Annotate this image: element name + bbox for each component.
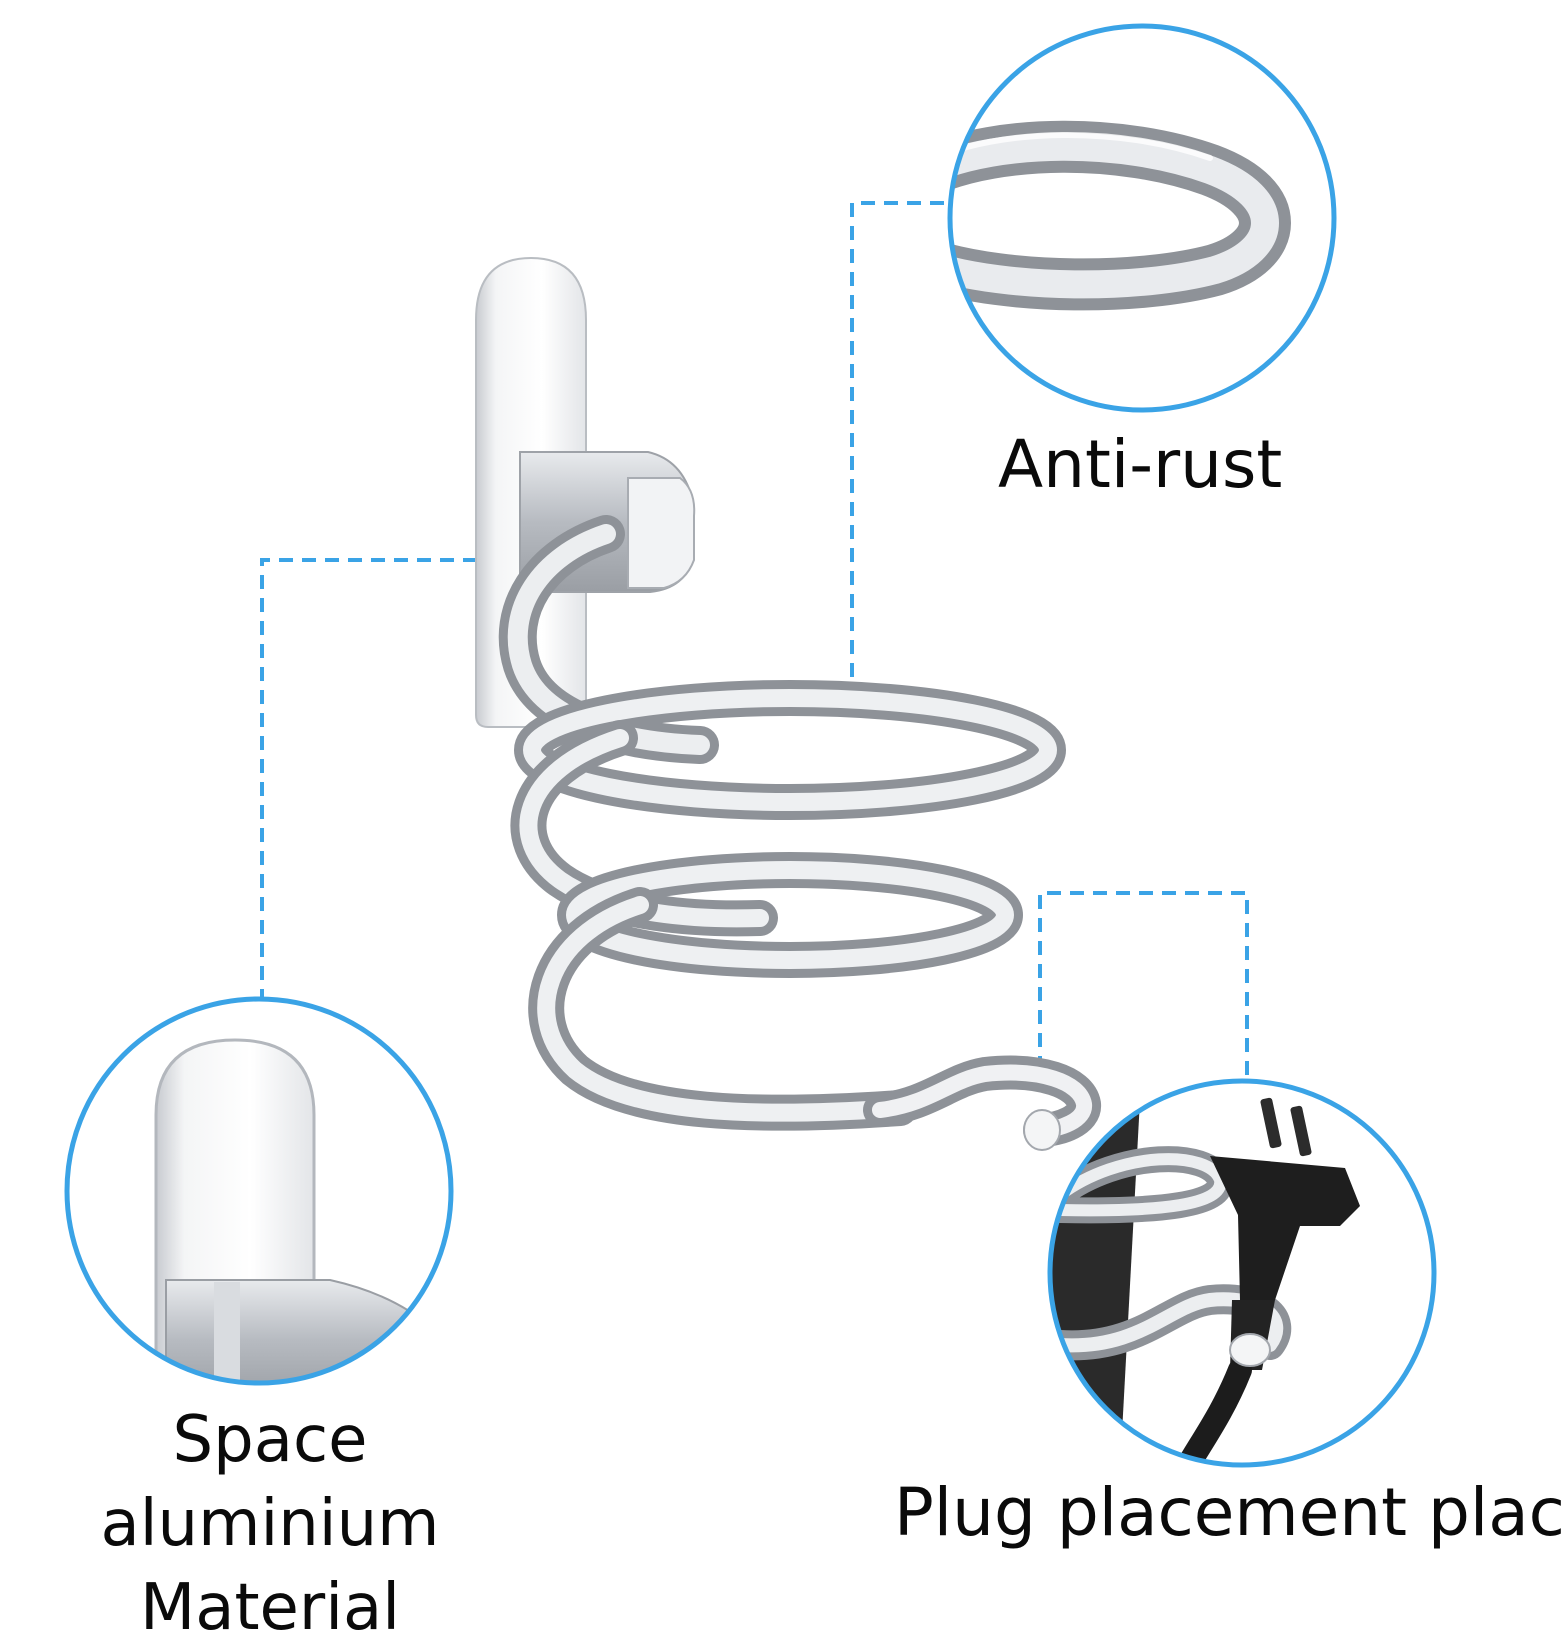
product-illustration xyxy=(64,23,1437,1468)
label-anti-rust: Anti-rust xyxy=(998,426,1283,503)
callout-plug-zoom xyxy=(1047,1078,1437,1468)
label-material-line2: Material xyxy=(140,1571,400,1645)
label-plug-placement: Plug placement place xyxy=(894,1474,1568,1551)
hair-dryer-holder xyxy=(475,256,1101,1151)
label-material-line1: Space aluminium xyxy=(100,1403,440,1561)
label-material: Space aluminium Material xyxy=(0,1398,540,1650)
leader-line-material xyxy=(260,558,500,1000)
callout-anti-rust-zoom xyxy=(947,23,1337,413)
callout-material-zoom xyxy=(64,996,454,1386)
leader-line-anti-rust xyxy=(850,201,950,700)
leader-line-plug xyxy=(1038,891,1249,1080)
